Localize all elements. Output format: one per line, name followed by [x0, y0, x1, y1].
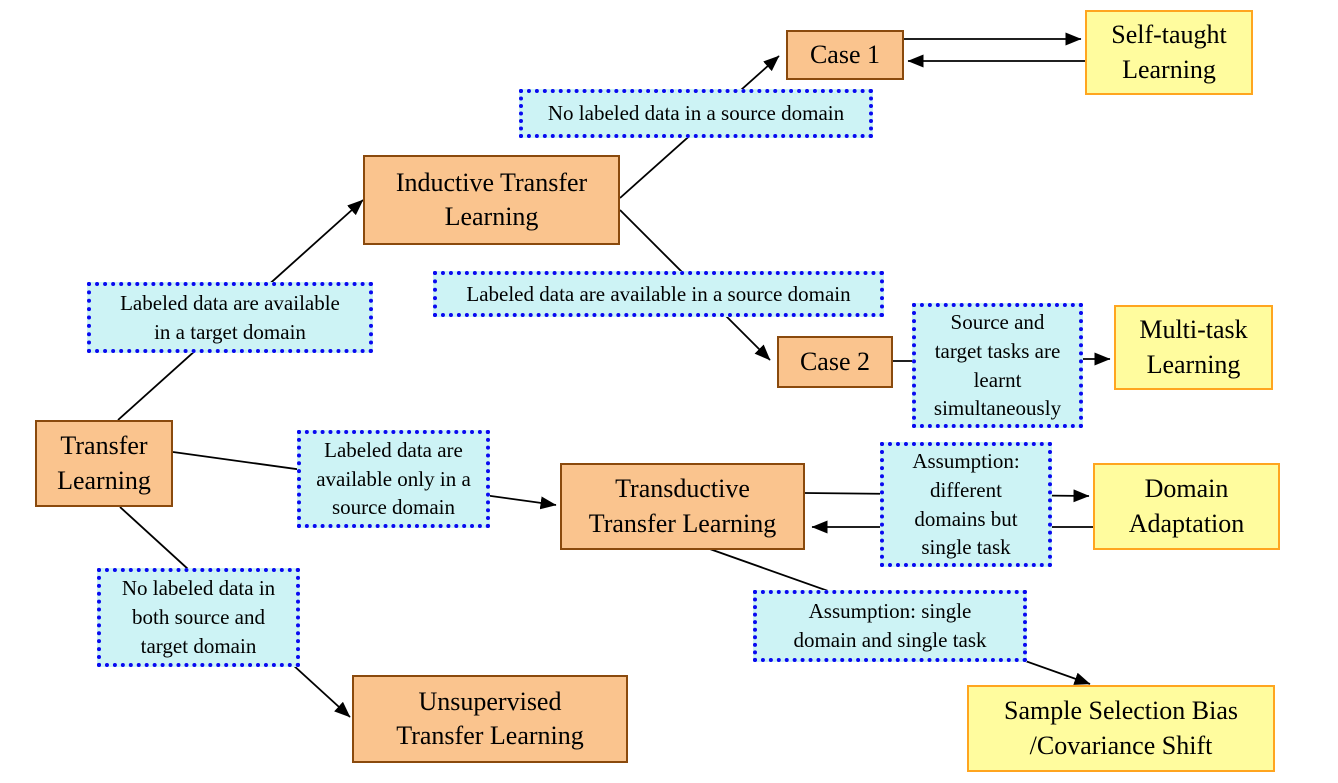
node-label-line: Inductive Transfer: [395, 167, 588, 197]
outcome-label-line: Domain: [1144, 474, 1229, 504]
condition-label-line: Labeled data are available in a source d…: [466, 281, 851, 306]
node-inductive-transfer-learning: Inductive Transfer Learning: [363, 155, 620, 245]
condition-label-line: learnt: [973, 367, 1022, 392]
outcome-label-line: Learning: [1146, 349, 1241, 379]
node-label-line: Transfer: [60, 431, 148, 461]
condition-label-line: No labeled data in a source domain: [547, 101, 845, 126]
outcome-label-line: Self-taught: [1111, 20, 1227, 50]
condition-label-line: domain and single task: [793, 628, 987, 652]
outcome-self-taught-learning: Self-taught Learning: [1085, 10, 1253, 95]
node-transductive-transfer-learning: Transductive Transfer Learning: [560, 463, 805, 550]
condition-labeled-only-source: Labeled data are available only in a sou…: [297, 430, 490, 528]
condition-label-line: No labeled data in: [121, 576, 276, 601]
condition-labeled-data-source: Labeled data are available in a source d…: [433, 271, 884, 317]
condition-no-labeled-both: No labeled data in both source and targe…: [97, 568, 300, 667]
outcome-label-line: Multi-task: [1139, 315, 1248, 345]
condition-label-line: single task: [921, 535, 1011, 560]
condition-label-line: Assumption:: [912, 448, 1020, 473]
condition-different-domains-single-task: Assumption: different domains but single…: [880, 442, 1052, 567]
condition-label-line: domains but: [914, 506, 1018, 531]
condition-label-line: Labeled data are available: [120, 290, 340, 315]
outcome-label-line: Sample Selection Bias: [1004, 696, 1238, 726]
outcome-label-line: /Covariance Shift: [1029, 730, 1213, 760]
condition-label-line: source domain: [331, 495, 456, 520]
condition-label-line: simultaneously: [933, 396, 1062, 421]
node-label-line: Case 2: [799, 346, 871, 376]
node-case-1: Case 1: [786, 30, 904, 80]
node-label-line: Case 1: [809, 39, 881, 69]
outcome-sample-selection-bias: Sample Selection Bias /Covariance Shift: [967, 685, 1275, 772]
condition-label-line: Assumption: single: [808, 599, 972, 624]
outcome-label-line: Adaptation: [1128, 508, 1245, 538]
condition-label-line: different: [930, 477, 1002, 502]
node-label-line: Unsupervised: [418, 686, 562, 716]
condition-label-line: Labeled data are: [324, 437, 463, 462]
condition-label-line: target tasks are: [934, 338, 1061, 363]
condition-label-line: in a target domain: [154, 319, 306, 344]
condition-label-line: available only in a: [316, 466, 471, 491]
outcome-label-line: Learning: [1122, 54, 1216, 84]
node-label-line: Transductive: [615, 474, 750, 504]
condition-single-domain-single-task: Assumption: single domain and single tas…: [753, 590, 1027, 662]
node-case-2: Case 2: [777, 336, 893, 388]
node-unsupervised-transfer-learning: Unsupervised Transfer Learning: [352, 675, 628, 763]
node-label-line: Transfer Learning: [396, 721, 584, 750]
condition-label-line: Source and: [950, 309, 1045, 334]
condition-label-line: target domain: [140, 633, 257, 658]
node-label-line: Transfer Learning: [588, 508, 777, 538]
outcome-domain-adaptation: Domain Adaptation: [1093, 463, 1280, 550]
outcome-multi-task-learning: Multi-task Learning: [1114, 305, 1273, 390]
condition-label-line: both source and: [132, 605, 265, 630]
condition-no-labeled-data-source: No labeled data in a source domain: [519, 89, 873, 138]
condition-labeled-data-target: Labeled data are available in a target d…: [87, 282, 373, 353]
node-label-line: Learning: [57, 465, 151, 495]
node-label-line: Learning: [444, 202, 539, 231]
node-transfer-learning: Transfer Learning: [35, 420, 173, 507]
condition-source-target-simultaneous: Source and target tasks are learnt simul…: [912, 303, 1083, 428]
